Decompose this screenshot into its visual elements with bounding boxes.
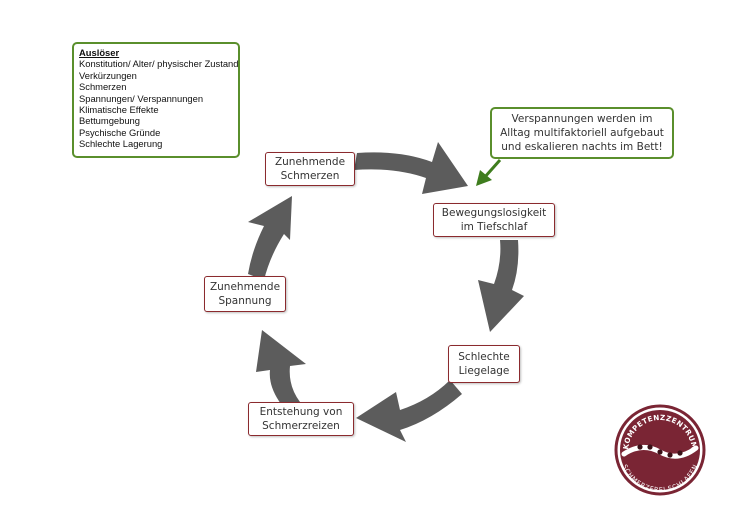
cycle-step-entstehung-schmerzreize: Entstehung von Schmerzreizen	[248, 402, 354, 436]
trigger-list: Konstitution/ Alter/ physischer Zustand …	[79, 58, 239, 150]
cycle-step-schlechte-liegelage: Schlechte Liegelage	[448, 345, 520, 383]
trigger-item: Verkürzungen	[79, 69, 137, 81]
kompetenzzentrum-logo: KOMPETENZZENTRUM SCHMERZFREI SCHLAFEN	[614, 404, 706, 496]
trigger-item: Bettumgebung	[79, 115, 140, 127]
callout-pointer-arrow	[476, 159, 502, 186]
callout-box: Verspannungen werden im Alltag multifakt…	[490, 107, 674, 159]
cycle-step-zunehmende-schmerzen: Zunehmende Schmerzen	[265, 152, 355, 186]
trigger-item: Schlechte Lagerung	[79, 138, 163, 150]
cycle-arrow-5	[248, 196, 292, 280]
trigger-item: Spannungen/ Verspannungen	[79, 92, 204, 104]
cycle-arrow-3	[356, 380, 462, 442]
trigger-item: Klimatische Effekte	[79, 104, 159, 116]
trigger-item: Konstitution/ Alter/ physischer Zustand	[79, 58, 239, 70]
trigger-list-title: Auslöser	[79, 47, 120, 58]
cycle-arrow-4	[256, 330, 306, 408]
trigger-list-box: Auslöser Konstitution/ Alter/ physischer…	[72, 42, 240, 158]
cycle-step-zunehmende-spannung: Zunehmende Spannung	[204, 276, 286, 312]
trigger-item: Psychische Gründe	[79, 126, 161, 138]
cycle-arrow-2	[478, 240, 524, 332]
cycle-step-bewegungslosigkeit: Bewegungslosigkeit im Tiefschlaf	[433, 203, 555, 237]
cycle-arrow-1	[354, 142, 468, 194]
trigger-item: Schmerzen	[79, 81, 127, 93]
